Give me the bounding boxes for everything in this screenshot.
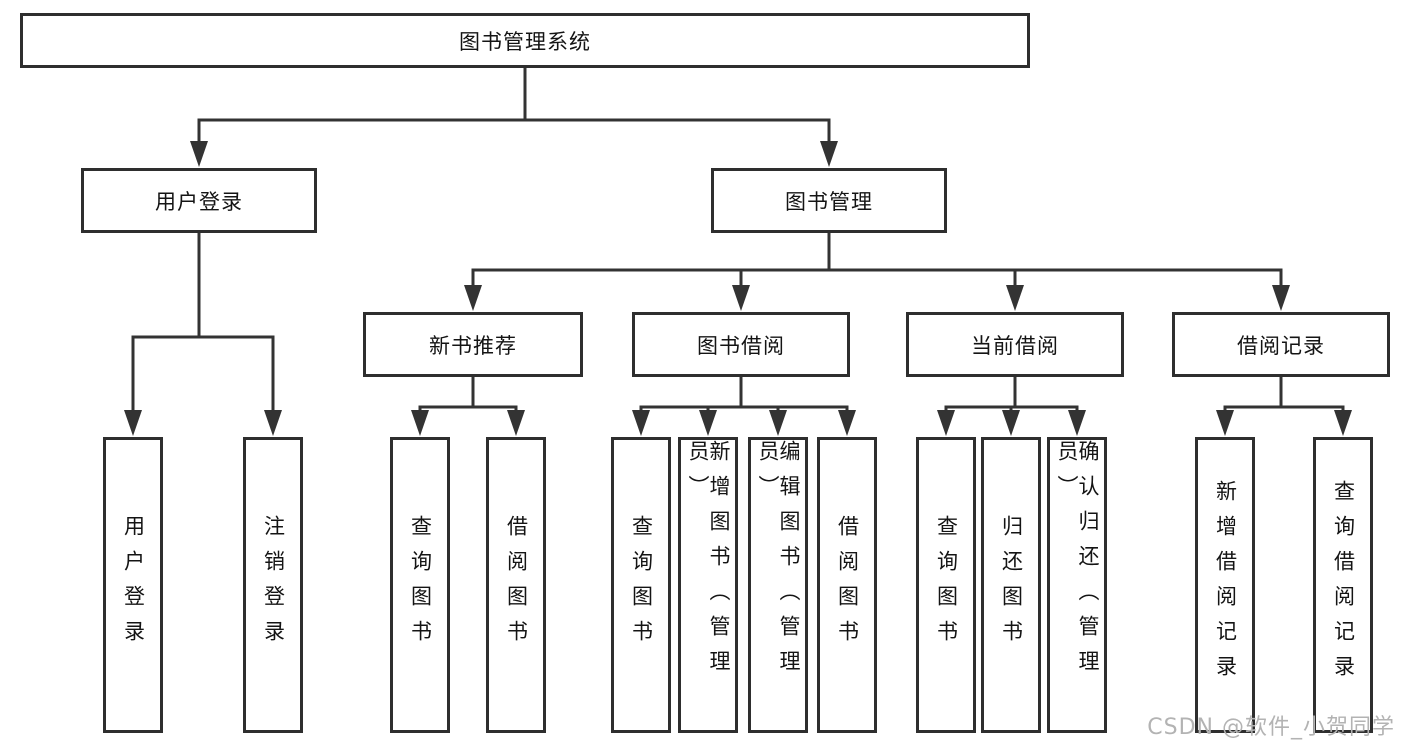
leaf-current-confirm-return-admin-label: 确认归还（管理员） bbox=[1055, 440, 1100, 685]
arrowhead bbox=[411, 410, 429, 436]
leaf-newbook-query-books: 查询图书 bbox=[390, 437, 450, 733]
arrowhead bbox=[769, 410, 787, 436]
arrowhead bbox=[464, 285, 482, 311]
leaf-borrow-edit-books-admin: 编辑图书（管理员） bbox=[748, 437, 808, 733]
connector-bookmgmt-to-level3 bbox=[471, 233, 1283, 287]
arrowhead bbox=[1334, 410, 1352, 436]
leaf-current-return-books-label: 归还图书 bbox=[999, 515, 1024, 655]
node-book-management-label: 图书管理 bbox=[785, 189, 873, 214]
node-new-book-recommend-label: 新书推荐 bbox=[429, 333, 517, 358]
arrowhead bbox=[1216, 410, 1234, 436]
leaf-current-query-books: 查询图书 bbox=[916, 437, 976, 733]
connector-root-to-level2 bbox=[197, 68, 831, 143]
arrowhead bbox=[1002, 410, 1020, 436]
arrowhead bbox=[699, 410, 717, 436]
leaf-borrow-borrow-books-label: 借阅图书 bbox=[835, 515, 860, 655]
node-book-borrow-label: 图书借阅 bbox=[697, 333, 785, 358]
arrowhead bbox=[190, 141, 208, 167]
arrowhead bbox=[1272, 285, 1290, 311]
leaf-records-query-record-label: 查询借阅记录 bbox=[1331, 480, 1356, 690]
leaf-newbook-borrow-books: 借阅图书 bbox=[486, 437, 546, 733]
node-current-borrow-label: 当前借阅 bbox=[971, 333, 1059, 358]
leaf-records-add-record: 新增借阅记录 bbox=[1195, 437, 1255, 733]
leaf-current-return-books: 归还图书 bbox=[981, 437, 1041, 733]
arrowhead bbox=[1006, 285, 1024, 311]
arrowhead bbox=[838, 410, 856, 436]
node-borrow-records-label: 借阅记录 bbox=[1237, 333, 1325, 358]
leaf-logout-label: 注销登录 bbox=[261, 515, 286, 655]
node-new-book-recommend: 新书推荐 bbox=[363, 312, 583, 377]
leaf-user-login: 用户登录 bbox=[103, 437, 163, 733]
leaf-borrow-add-books-admin-label: 新增图书（管理员） bbox=[686, 440, 731, 685]
node-borrow-records: 借阅记录 bbox=[1172, 312, 1390, 377]
leaf-records-add-record-label: 新增借阅记录 bbox=[1213, 480, 1238, 690]
leaf-borrow-edit-books-admin-label: 编辑图书（管理员） bbox=[756, 440, 801, 685]
node-user-login-label: 用户登录 bbox=[155, 189, 243, 214]
leaf-borrow-query-books-label: 查询图书 bbox=[629, 515, 654, 655]
arrowhead bbox=[264, 410, 282, 436]
arrowheads bbox=[124, 141, 1352, 436]
leaf-borrow-query-books: 查询图书 bbox=[611, 437, 671, 733]
node-user-login: 用户登录 bbox=[81, 168, 317, 233]
arrowhead bbox=[632, 410, 650, 436]
leaf-newbook-borrow-books-label: 借阅图书 bbox=[504, 515, 529, 655]
arrowhead bbox=[124, 410, 142, 436]
connector-newbook-to-leaves bbox=[418, 377, 518, 412]
leaf-current-query-books-label: 查询图书 bbox=[934, 515, 959, 655]
leaf-user-login-label: 用户登录 bbox=[121, 515, 146, 655]
connector-bookborrow-to-leaves bbox=[639, 377, 849, 412]
arrowhead bbox=[937, 410, 955, 436]
arrowhead bbox=[507, 410, 525, 436]
arrowhead bbox=[820, 141, 838, 167]
csdn-watermark: CSDN @软件_小贺同学 bbox=[1147, 715, 1395, 740]
connector-borrowrecords-to-leaves bbox=[1223, 377, 1345, 412]
leaf-borrow-borrow-books: 借阅图书 bbox=[817, 437, 877, 733]
leaf-records-query-record: 查询借阅记录 bbox=[1313, 437, 1373, 733]
node-root-label: 图书管理系统 bbox=[459, 29, 591, 54]
arrowhead bbox=[1068, 410, 1086, 436]
connector-currentborrow-to-leaves bbox=[944, 377, 1079, 412]
node-root: 图书管理系统 bbox=[20, 13, 1030, 68]
leaf-current-confirm-return-admin: 确认归还（管理员） bbox=[1047, 437, 1107, 733]
leaf-newbook-query-books-label: 查询图书 bbox=[408, 515, 433, 655]
node-book-management: 图书管理 bbox=[711, 168, 947, 233]
connector-userlogin-to-leaves bbox=[131, 233, 275, 412]
leaf-logout: 注销登录 bbox=[243, 437, 303, 733]
arrowhead bbox=[732, 285, 750, 311]
node-book-borrow: 图书借阅 bbox=[632, 312, 850, 377]
node-current-borrow: 当前借阅 bbox=[906, 312, 1124, 377]
leaf-borrow-add-books-admin: 新增图书（管理员） bbox=[678, 437, 738, 733]
